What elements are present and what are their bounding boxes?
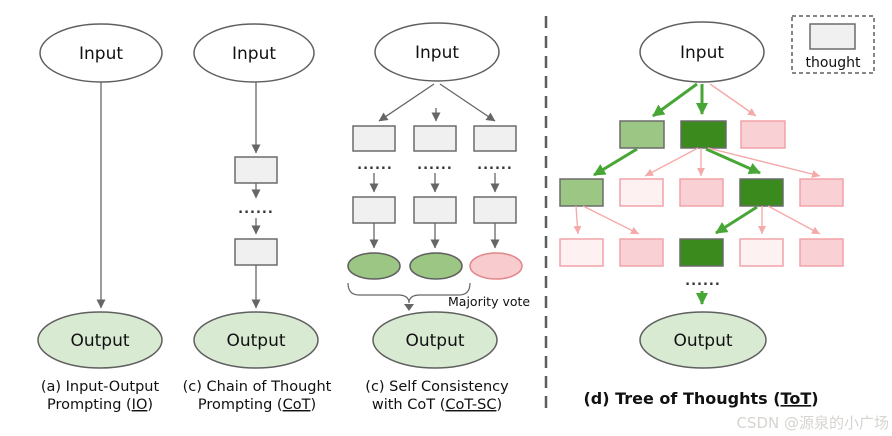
cot-caption-line2: Prompting (CoT) <box>198 397 316 413</box>
cot-caption-line1: (c) Chain of Thought <box>183 379 332 395</box>
tot-pink-arrow <box>644 147 699 177</box>
tot-pink-arrow <box>709 83 757 117</box>
cotsc-thought-box <box>473 196 517 224</box>
cotsc-thought-box <box>352 125 396 152</box>
cotsc-answer-green <box>347 252 401 280</box>
legend: thought <box>791 15 875 74</box>
tot-input-node <box>639 21 765 83</box>
tot-thought-darkgreen <box>679 238 724 267</box>
io-caption-line2: Prompting (IO) <box>47 397 153 413</box>
io-output-label: Output <box>70 331 129 351</box>
cotsc-ellipsis: ...... <box>357 158 393 173</box>
tot-thought-darkgreen <box>680 120 727 149</box>
tot-thought-pink <box>799 238 844 267</box>
tot-thought-faintpink <box>619 178 664 207</box>
cotsc-ellipsis: ...... <box>477 158 513 173</box>
majority-vote-arrowhead <box>404 304 414 311</box>
tot-pink-arrow <box>767 205 821 235</box>
tot-input-label: Input <box>680 43 724 63</box>
tot-pink-arrow <box>573 205 582 235</box>
tot-thought-pink <box>619 238 664 267</box>
tot-green-arrow <box>715 205 758 235</box>
panel-tot: Input thought <box>559 15 875 408</box>
cotsc-branch-right <box>439 83 496 122</box>
io-caption-line1: (a) Input-Output <box>41 379 160 395</box>
tot-thought-lightgreen <box>619 120 665 149</box>
cotsc-thought-box <box>473 125 517 152</box>
legend-thought-label: thought <box>805 55 861 71</box>
cotsc-caption-line1: (c) Self Consistency <box>365 379 509 395</box>
tot-output-node <box>639 311 767 369</box>
watermark: CSDN @源泉的小广场 <box>736 414 889 432</box>
panel-io: Input Output (a) Input-Output Prompting … <box>37 23 163 413</box>
cot-input-label: Input <box>232 44 276 64</box>
tot-caption: (d) Tree of Thoughts (ToT) <box>583 389 818 408</box>
tot-green-arrow <box>652 82 698 118</box>
cotsc-output-node <box>372 311 498 369</box>
cotsc-answer-green <box>409 252 463 280</box>
tot-thought-faintpink <box>559 238 604 267</box>
majority-vote-label: Majority vote <box>448 294 530 309</box>
tot-thought-darkgreen <box>739 178 784 207</box>
tot-thought-lightgreen <box>559 178 604 207</box>
tot-thought-pink <box>679 178 724 207</box>
cot-thought-box-1 <box>234 156 278 184</box>
cot-ellipsis: ...... <box>238 202 274 217</box>
cot-thought-box-2 <box>234 238 278 266</box>
tot-pink-arrow <box>582 205 640 235</box>
tot-pink-arrow <box>707 147 821 178</box>
cotsc-ellipsis: ...... <box>417 158 453 173</box>
tot-output-label: Output <box>673 331 732 351</box>
panel-cot: Input ...... Output (c) Chain of Thought… <box>183 23 332 413</box>
tot-green-arrow <box>593 147 638 177</box>
cotsc-thought-box <box>413 125 457 152</box>
cotsc-answer-pink <box>469 252 523 280</box>
cotsc-output-label: Output <box>405 331 464 351</box>
cotsc-input-label: Input <box>415 43 459 63</box>
cotsc-thought-box <box>352 196 396 224</box>
legend-thought-box <box>809 23 856 50</box>
tot-thought-pink <box>799 178 844 207</box>
io-input-label: Input <box>79 44 123 64</box>
cotsc-thought-box <box>413 196 457 224</box>
cot-input-node <box>193 23 315 83</box>
tot-thought-faintpink <box>739 238 784 267</box>
cotsc-input-node <box>374 22 500 82</box>
tot-green-arrow <box>705 147 761 175</box>
cotsc-branch-left <box>378 83 435 122</box>
tot-ellipsis: ...... <box>685 274 721 289</box>
cot-output-label: Output <box>226 331 285 351</box>
tot-thought-pink <box>740 120 786 149</box>
cotsc-caption-line2: with CoT (CoT-SC) <box>372 397 502 413</box>
panel-cotsc: Input ...... ...... ...... Majority vote… <box>347 22 530 413</box>
cot-output-node <box>193 311 319 369</box>
majority-vote-brace <box>347 282 471 304</box>
io-output-node <box>37 311 163 369</box>
